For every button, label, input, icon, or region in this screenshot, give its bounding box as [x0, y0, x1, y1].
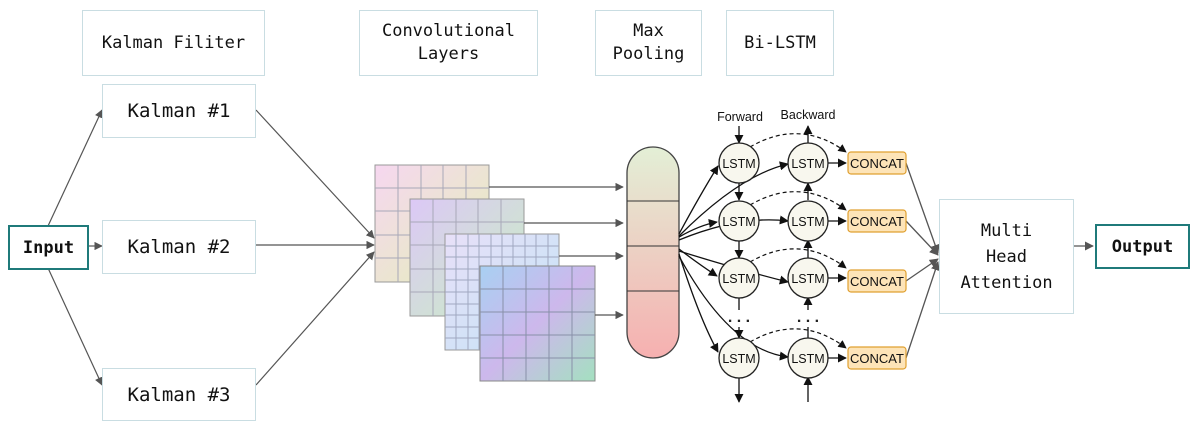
input-box: Input [8, 225, 89, 270]
concat-box-3 [847, 269, 907, 293]
lstm-label: LSTM [791, 215, 824, 229]
backward-lstm-3 [787, 257, 829, 299]
forward-to-concat-dashed [749, 133, 847, 349]
header-kalman-filter: Kalman Filiter [82, 10, 265, 76]
multi-head-attention-box: Multi Head Attention [939, 199, 1074, 314]
lstm-label: LSTM [722, 157, 755, 171]
kalman-box-1: Kalman #1 [102, 84, 256, 138]
forward-lstm-1 [718, 142, 760, 184]
forward-label: Forward [717, 110, 763, 124]
concat-to-attention-arrows [905, 162, 940, 359]
lstm-label: LSTM [722, 215, 755, 229]
lstm-vertical-arrows [734, 125, 813, 403]
forward-lstm-4 [718, 337, 760, 379]
direction-labels: Forward Backward [717, 108, 835, 124]
header-bilstm: Bi-LSTM [726, 10, 834, 76]
forward-lstm-cells [718, 142, 760, 379]
ellipsis-forward: . . . [728, 309, 750, 326]
lstm-label: LSTM [791, 352, 824, 366]
lstm-label: LSTM [722, 272, 755, 286]
ellipsis-markers: . . . . . . [728, 309, 819, 326]
lstm-labels: LSTM LSTM LSTM LSTM LSTM LSTM LSTM LSTM [722, 157, 824, 366]
concat-labels: CONCAT CONCAT CONCAT CONCAT [850, 156, 904, 366]
lstm-label: LSTM [791, 272, 824, 286]
backward-lstm-cells [787, 142, 829, 379]
backward-lstm-1 [787, 142, 829, 184]
header-convolutional-layers: Convolutional Layers [359, 10, 538, 76]
feature-map-4 [479, 265, 596, 382]
ellipsis-backward: . . . [797, 309, 819, 326]
conv-to-pool-arrows [489, 182, 624, 320]
backward-lstm-2 [787, 200, 829, 242]
backward-label: Backward [781, 108, 836, 122]
concat-label: CONCAT [850, 156, 904, 171]
concat-label: CONCAT [850, 274, 904, 289]
concat-boxes [847, 151, 907, 370]
lstm-label: LSTM [791, 157, 824, 171]
lstm-label: LSTM [722, 352, 755, 366]
concat-box-4 [847, 346, 907, 370]
forward-lstm-3 [718, 257, 760, 299]
output-box: Output [1095, 224, 1190, 269]
kalman-box-3: Kalman #3 [102, 368, 256, 421]
backward-to-concat-arrows [828, 158, 847, 363]
kalman-to-conv-arrows [255, 109, 375, 386]
header-max-pooling: Max Pooling [595, 10, 702, 76]
max-pooling-vector [626, 146, 680, 359]
kalman-box-2: Kalman #2 [102, 220, 256, 274]
conv-feature-maps [374, 164, 596, 382]
concat-label: CONCAT [850, 351, 904, 366]
forward-lstm-2 [718, 200, 760, 242]
backward-lstm-4 [787, 337, 829, 379]
input-to-kalman-arrows [47, 109, 103, 386]
concat-label: CONCAT [850, 214, 904, 229]
concat-box-2 [847, 209, 907, 233]
concat-box-1 [847, 151, 907, 175]
